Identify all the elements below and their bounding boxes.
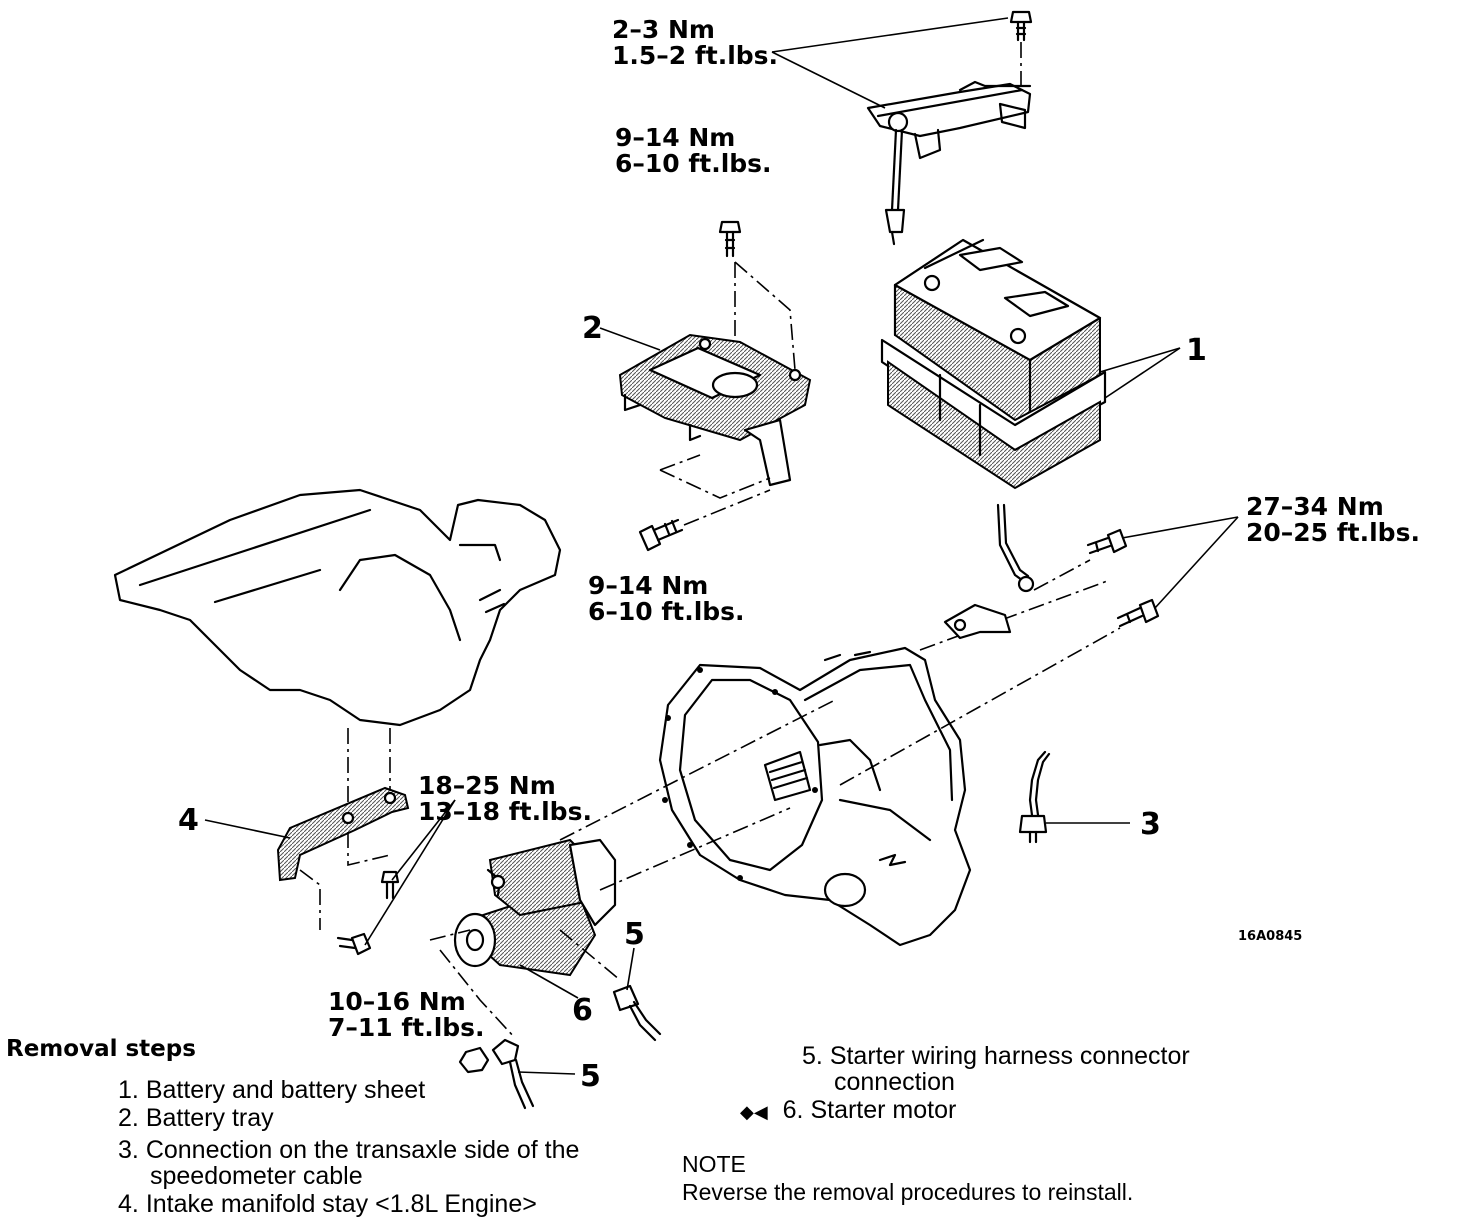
removal-steps-heading: Removal steps xyxy=(6,1036,196,1062)
transaxle-case xyxy=(658,646,972,947)
torque-2-ft: 6–10 ft.lbs. xyxy=(615,149,772,178)
step-1-text: Battery and battery sheet xyxy=(145,1076,426,1104)
step-1: 1. Battery and battery sheet xyxy=(118,1076,425,1104)
bracket-bolt xyxy=(1009,10,1033,88)
step-3-text: Connection on the transaxle side of the xyxy=(145,1136,580,1164)
torque-6-ft: 7–11 ft.lbs. xyxy=(328,1013,485,1042)
torque-4-ft: 20–25 ft.lbs. xyxy=(1246,518,1420,547)
callout-5-lower: 5 xyxy=(580,1059,601,1094)
engine-outline xyxy=(113,488,562,727)
battery xyxy=(893,238,1102,422)
step-6: ◆◀ 6. Starter motor xyxy=(740,1096,956,1127)
torque-4-nm: 27–34 Nm xyxy=(1246,492,1384,521)
intake-manifold-stay xyxy=(276,786,410,882)
step-5: 5. Starter wiring harness connector xyxy=(802,1042,1190,1070)
cable-bracket xyxy=(943,603,1012,640)
battery-ground-cable xyxy=(996,503,1091,593)
step-4-number: 4. xyxy=(118,1190,139,1218)
step-2-text: Battery tray xyxy=(145,1104,274,1132)
step-2: 2. Battery tray xyxy=(118,1104,274,1132)
callout-6: 6 xyxy=(572,993,593,1028)
callout-3: 3 xyxy=(1140,807,1161,842)
stay-bolt-b xyxy=(336,932,372,956)
step-3: 3. Connection on the transaxle side of t… xyxy=(118,1136,579,1164)
transaxle-bolt-lower xyxy=(1116,598,1160,628)
callout-5-upper: 5 xyxy=(624,917,645,952)
step-5-number: 5. xyxy=(802,1042,823,1070)
figure-code: 16A0845 xyxy=(1238,929,1302,944)
speedometer-cable xyxy=(1018,750,1051,844)
torque-2-nm: 9–14 Nm xyxy=(615,123,735,152)
step-3-number: 3. xyxy=(118,1136,139,1164)
note-heading: NOTE xyxy=(682,1151,746,1177)
reinstall-mark-icon: ◆◀ xyxy=(740,1102,768,1123)
callout-4: 4 xyxy=(178,803,199,838)
torque-1-nm: 2–3 Nm xyxy=(612,15,715,44)
tray-bolt-upper xyxy=(718,220,742,258)
step-3-continued: speedometer cable xyxy=(150,1162,363,1190)
battery-tray xyxy=(618,333,812,487)
terminal-nut xyxy=(458,1046,490,1074)
step-5-continued: connection xyxy=(834,1068,955,1096)
step-6-number: 6. xyxy=(782,1096,804,1124)
torque-5-ft: 13–18 ft.lbs. xyxy=(418,797,592,826)
torque-1-ft: 1.5–2 ft.lbs. xyxy=(612,41,778,70)
battery-sheet xyxy=(880,338,1107,490)
step-6-text: Starter motor xyxy=(810,1096,957,1124)
callout-1: 1 xyxy=(1186,333,1207,368)
note-text: Reverse the removal procedures to reinst… xyxy=(682,1179,1134,1205)
torque-3-nm: 9–14 Nm xyxy=(588,571,708,600)
transaxle-bolt-upper xyxy=(1086,528,1128,555)
stay-bolt-a xyxy=(380,870,400,900)
torque-6-nm: 10–16 Nm xyxy=(328,987,466,1016)
callout-2: 2 xyxy=(582,311,603,346)
starter-cable xyxy=(491,1038,535,1110)
step-4: 4. Intake manifold stay <1.8L Engine> xyxy=(118,1190,537,1218)
torque-5-nm: 18–25 Nm xyxy=(418,771,556,800)
ground-cable-bracket xyxy=(866,80,1032,246)
step-4-text: Intake manifold stay <1.8L Engine> xyxy=(145,1190,537,1218)
step-1-number: 1. xyxy=(118,1076,139,1104)
step-5-text: Starter wiring harness connector xyxy=(829,1042,1190,1070)
tray-bolt-lower xyxy=(638,489,771,552)
starter-motor xyxy=(453,838,617,977)
starter-harness-connector xyxy=(612,984,662,1042)
step-2-number: 2. xyxy=(118,1104,139,1132)
torque-3-ft: 6–10 ft.lbs. xyxy=(588,597,745,626)
